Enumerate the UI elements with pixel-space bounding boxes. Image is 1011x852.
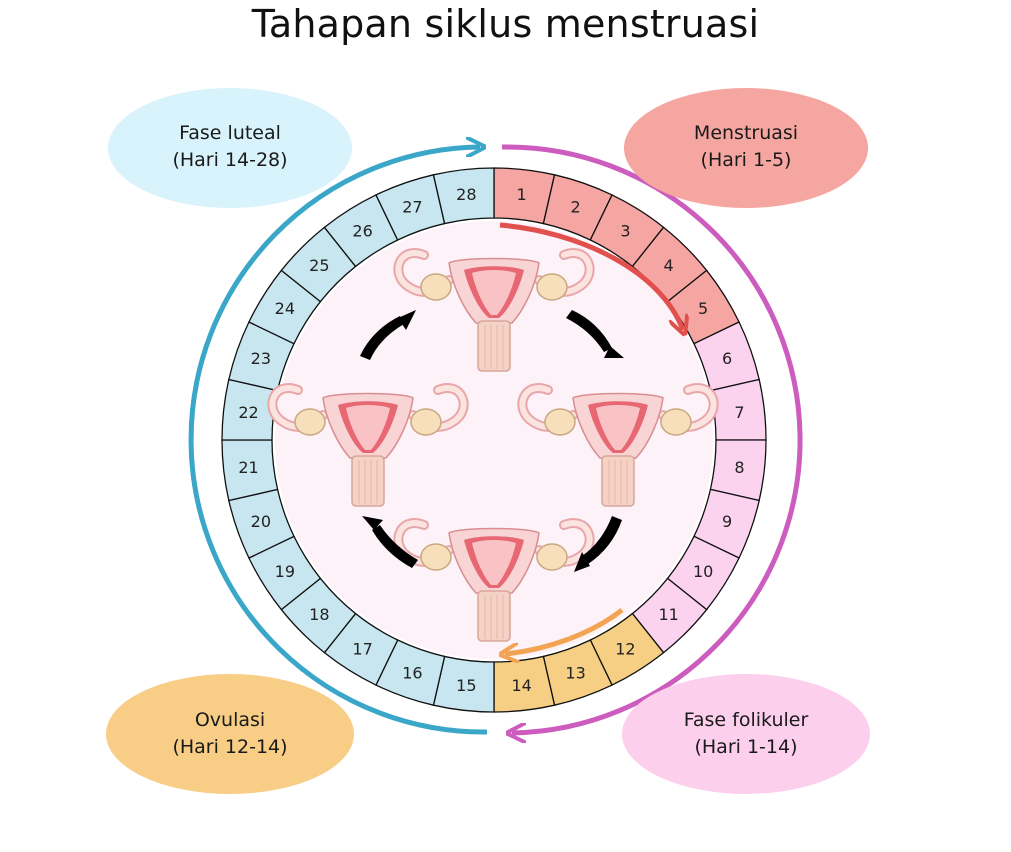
day-label: 21 [238,458,258,477]
luteal-phase-label: Fase luteal(Hari 14-28) [172,122,288,171]
day-label: 13 [565,664,585,683]
day-label: 25 [309,256,329,275]
follicular-arc [501,144,803,733]
day-label: 11 [658,605,678,624]
follicular-phase-badge [622,674,870,794]
follicular-phase-label: Fase folikuler(Hari 1-14) [683,709,809,758]
day-label: 27 [402,197,422,216]
day-label: 20 [251,512,271,531]
menstruation-arrow [499,222,683,330]
ovulation-phase-label: Ovulasi(Hari 12-14) [172,709,288,758]
day-label: 7 [734,403,744,422]
menstruation-phase-badge [624,88,868,208]
day-label: 24 [275,299,295,318]
day-ring: 1234567891011121314151617181920212223242… [221,167,767,713]
day-label: 2 [570,197,580,216]
day-label: 28 [456,185,476,204]
day-cell [432,167,495,225]
day-label: 26 [352,221,372,240]
arrow-icon [362,516,418,568]
day-label: 18 [309,605,329,624]
day-label: 16 [402,664,422,683]
day-label: 15 [456,676,476,695]
page-title: Tahapan siklus menstruasi [251,2,760,46]
day-label: 3 [620,221,630,240]
arrow-icon [360,310,416,360]
day-label: 12 [615,640,635,659]
day-label: 17 [352,640,372,659]
day-label: 22 [238,403,258,422]
day-label: 8 [734,458,744,477]
day-label: 6 [722,349,732,368]
day-label: 19 [275,562,295,581]
ovulation-phase-badge [106,674,354,794]
day-label: 23 [251,349,271,368]
day-label: 9 [722,512,732,531]
day-label: 14 [511,676,531,695]
arrow-icon [574,516,622,572]
arrow-icon [566,310,624,358]
menstruation-phase-label: Menstruasi(Hari 1-5) [693,122,799,171]
day-label: 5 [698,299,708,318]
day-label: 10 [693,562,713,581]
luteal-phase-badge [108,88,352,208]
day-label: 4 [664,256,674,275]
ovulation-arrow [505,608,624,654]
luteal-arc [188,147,488,735]
day-label: 1 [517,185,527,204]
